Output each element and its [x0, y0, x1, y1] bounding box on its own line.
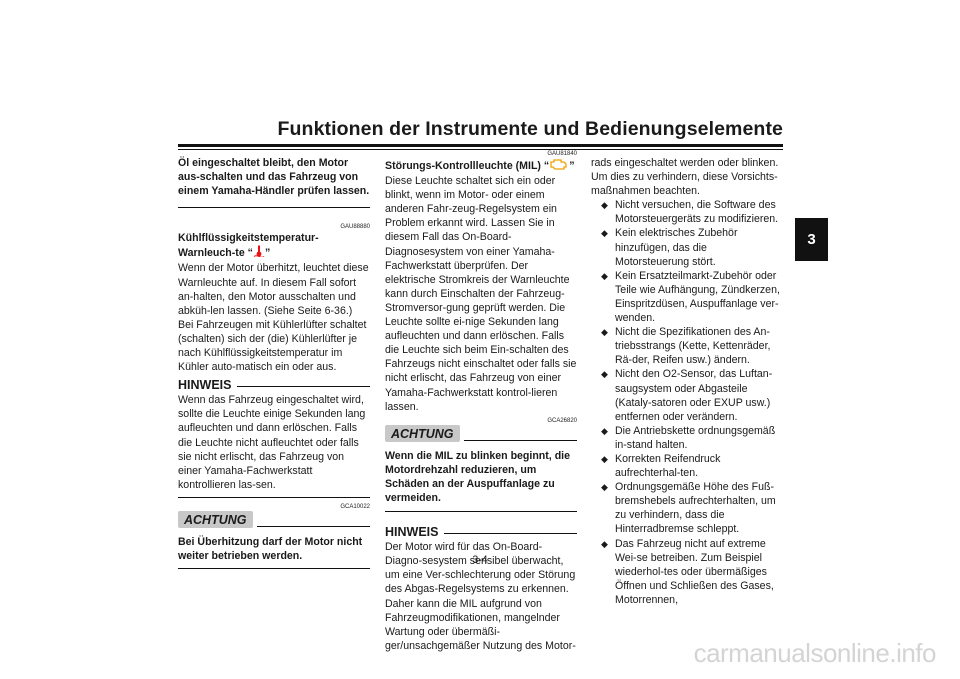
achtung-heading: ACHTUNG [178, 510, 370, 528]
title-rule-thin [178, 149, 783, 150]
bullet-diamond-icon: ◆ [601, 270, 608, 281]
coolant-body: Wenn der Motor überhitzt, leuchtet diese… [178, 262, 369, 317]
achtung-heading: ACHTUNG [385, 424, 577, 442]
watermark: carmanualsonline.info [693, 638, 937, 668]
section-code: GAU88880 [340, 224, 370, 231]
bullet-diamond-icon: ◆ [601, 327, 608, 338]
divider [178, 568, 370, 570]
oil-warning-text: Öl eingeschaltet bleibt, den Motor aus-s… [178, 157, 370, 198]
list-item: ◆Kein Ersatzteilmarkt-Zubehör oder Teile… [601, 269, 780, 325]
section-code: GAU81840 [547, 151, 577, 157]
list-item: ◆Ordnungsgemäße Höhe des Fuß-bremshebels… [601, 481, 776, 536]
bullet-diamond-icon: ◆ [601, 228, 608, 239]
hinweis-body: Wenn das Fahrzeug eingeschaltet wird, so… [178, 394, 366, 491]
engine-check-icon [549, 158, 569, 174]
divider [178, 207, 370, 209]
list-item: ◆Korrekten Reifendruck aufrechterhal-ten… [601, 452, 721, 480]
bullet-diamond-icon: ◆ [601, 200, 608, 211]
list-item: ◆Nicht den O2-Sensor, das Luftan-saugsys… [601, 368, 773, 423]
list-item: ◆Das Fahrzeug nicht auf extreme Wei-se b… [601, 537, 774, 606]
coolant-body-2: Bei Fahrzeugen mit Kühlerlüfter schaltet… [178, 318, 367, 374]
bullet-diamond-icon: ◆ [601, 425, 608, 436]
section-code: GCA10022 [340, 503, 370, 510]
divider [385, 511, 577, 513]
achtung-body: Bei Überhitzung darf der Motor nicht wei… [178, 535, 363, 563]
bullet-diamond-icon: ◆ [601, 482, 608, 493]
column-left: Öl eingeschaltet bleibt, den Motor aus-s… [178, 156, 370, 570]
hinweis-heading: HINWEIS [178, 377, 370, 393]
precautions-list: ◆Nicht versuchen, die Software des Motor… [591, 198, 783, 607]
coolant-temperature-icon [253, 245, 265, 261]
title-rule [178, 144, 783, 147]
section-code: GCA26820 [547, 417, 577, 424]
hinweis-heading: HINWEIS [385, 524, 577, 540]
achtung-body: Wenn die MIL zu blinken beginnt, die Mot… [385, 449, 571, 505]
bullet-diamond-icon: ◆ [601, 538, 608, 549]
coolant-heading: Kühlflüssigkeitstemperatur-Warnleuch-te … [178, 231, 370, 261]
mil-body: Diese Leuchte schaltet sich ein oder bli… [385, 175, 577, 413]
list-item: ◆Nicht versuchen, die Software des Motor… [601, 199, 779, 226]
column-middle: GAU81840 Störungs-Kontrollleuchte (MIL) … [385, 151, 577, 653]
list-item: ◆Die Antriebskette ordnungsgemäß in-stan… [601, 424, 776, 451]
list-item: ◆Nicht die Spezifikationen des An-triebs… [601, 326, 771, 367]
column-right: rads eingeschaltet werden oder blinken. … [591, 156, 783, 607]
mil-heading: Störungs-Kontrollleuchte (MIL) “” [385, 158, 577, 174]
page-number: 3-4 [472, 554, 488, 566]
bullet-diamond-icon: ◆ [601, 453, 608, 464]
precautions-intro: rads eingeschaltet werden oder blinken. … [591, 157, 779, 198]
bullet-diamond-icon: ◆ [601, 369, 608, 380]
hinweis-body: Der Motor wird für das On-Board-Diagno-s… [385, 541, 576, 652]
chapter-tab: 3 [795, 218, 828, 261]
divider [178, 496, 370, 498]
page-title: Funktionen der Instrumente und Bedienung… [277, 118, 783, 140]
list-item: ◆Kein elektrisches Zubehör hinzufügen, d… [601, 227, 738, 268]
